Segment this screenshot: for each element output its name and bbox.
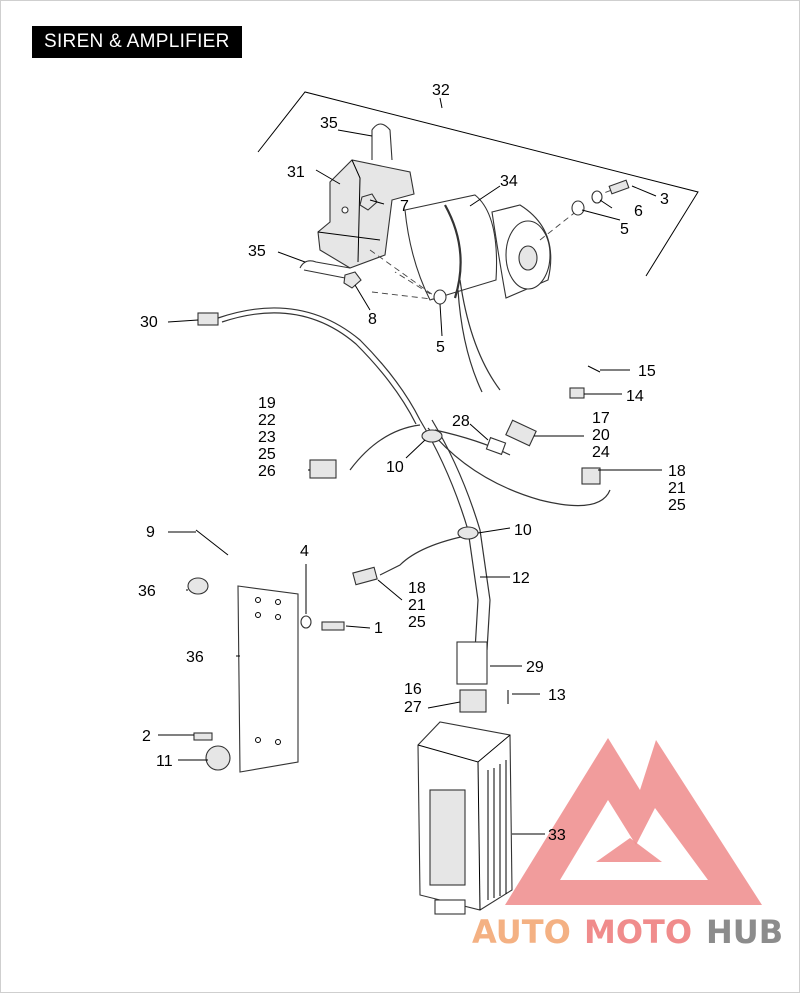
automotohub-logo — [505, 738, 762, 905]
callout-30: 30 — [140, 314, 158, 331]
callout-7: 7 — [400, 198, 409, 215]
callout-36-grommet: 36 — [138, 583, 156, 600]
assembly-32-bracket — [257, 91, 699, 277]
callout-11: 11 — [156, 753, 173, 770]
siren-mount-bracket — [317, 159, 415, 269]
callout-3: 3 — [660, 191, 669, 208]
callout-29: 29 — [526, 659, 544, 676]
washer-5-upper — [571, 200, 585, 216]
callout-10-upper: 10 — [386, 459, 404, 476]
svg-text:MOTO: MOTO — [584, 913, 692, 951]
callout-17: 17 — [592, 410, 610, 427]
screw-3 — [608, 179, 630, 195]
callout-2: 2 — [142, 728, 151, 745]
callout-14: 14 — [626, 388, 644, 405]
u-bolt-upper — [371, 123, 393, 161]
callout-16: 16 — [404, 681, 422, 698]
page-title: SIREN & AMPLIFIER — [32, 26, 242, 58]
terminal-14 — [569, 387, 585, 399]
callout-34: 34 — [500, 173, 518, 190]
callout-5-upper: 5 — [620, 221, 629, 238]
callout-12: 12 — [512, 570, 530, 587]
callout-36-plate: 36 — [186, 649, 204, 666]
callout-28: 28 — [452, 413, 470, 430]
connector-26 — [309, 459, 337, 479]
connector-29 — [456, 641, 488, 685]
clip-10-upper — [421, 429, 443, 443]
callout-32: 32 — [432, 82, 450, 99]
clip-10-lower — [457, 526, 479, 540]
callout-21-lower: 21 — [408, 597, 426, 614]
callout-21-upper: 21 — [668, 480, 686, 497]
callout-5-lower: 5 — [436, 339, 445, 356]
washer-4 — [300, 615, 312, 629]
callout-1: 1 — [374, 620, 383, 637]
callout-6: 6 — [634, 203, 643, 220]
callout-25-lower: 25 — [408, 614, 426, 631]
callout-18-lower: 18 — [408, 580, 426, 597]
callout-22: 22 — [258, 412, 276, 429]
callout-35-lower: 35 — [248, 243, 266, 260]
grommet-36 — [187, 577, 209, 595]
callout-13: 13 — [548, 687, 566, 704]
callout-26: 26 — [258, 463, 276, 480]
callout-25-upper: 25 — [668, 497, 686, 514]
callout-31: 31 — [287, 164, 305, 181]
callout-33: 33 — [548, 827, 566, 844]
washer-5-lower — [433, 289, 447, 305]
screw-2 — [193, 732, 213, 741]
callout-8: 8 — [368, 311, 377, 328]
screw-1 — [321, 621, 345, 631]
callout-10-lower: 10 — [514, 522, 532, 539]
amplifier — [417, 721, 513, 915]
clamp-11 — [205, 745, 231, 771]
nut-7 — [359, 193, 378, 211]
nut-8 — [343, 271, 362, 289]
callout-20: 20 — [592, 427, 610, 444]
callout-25-a: 25 — [258, 446, 276, 463]
callout-27: 27 — [404, 699, 422, 716]
siren-speaker — [404, 194, 552, 301]
callout-18-upper: 18 — [668, 463, 686, 480]
cable-tie-9 — [195, 529, 229, 556]
callout-24: 24 — [592, 444, 610, 461]
callout-35-upper: 35 — [320, 115, 338, 132]
callout-4: 4 — [300, 543, 309, 560]
callout-19: 19 — [258, 395, 276, 412]
connector-30 — [197, 312, 219, 326]
svg-text:AUTO: AUTO — [472, 913, 571, 951]
washer-6 — [591, 190, 603, 204]
automotohub-wordmark: AUTO MOTO HUB — [472, 913, 783, 951]
connector-18-lower — [352, 566, 378, 586]
mounting-plate — [237, 585, 299, 773]
connector-17 — [505, 419, 537, 447]
connector-16 — [459, 689, 487, 713]
callout-15: 15 — [638, 363, 656, 380]
u-bolt-lower — [299, 260, 351, 279]
connector-18-upper — [581, 467, 601, 485]
pin-15 — [587, 365, 601, 373]
callout-23: 23 — [258, 429, 276, 446]
callout-9: 9 — [146, 524, 155, 541]
connector-28 — [485, 436, 507, 456]
svg-text:HUB: HUB — [706, 913, 783, 951]
